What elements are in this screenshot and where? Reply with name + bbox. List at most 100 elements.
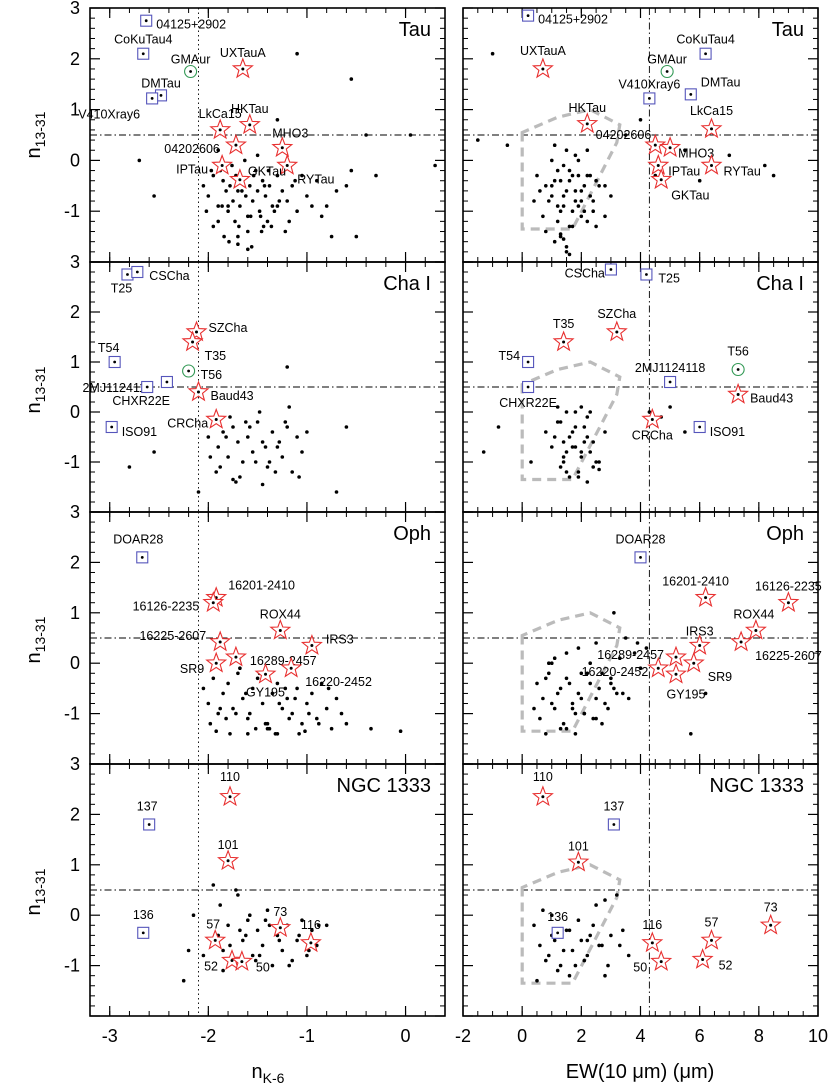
data-point — [544, 676, 548, 681]
point-label: GMAur — [647, 53, 687, 67]
data-point — [253, 726, 258, 731]
locus-hull — [520, 360, 622, 482]
data-point — [226, 455, 230, 459]
data-point — [771, 173, 776, 178]
point-label: 50 — [256, 961, 270, 975]
point-label: 116 — [642, 918, 662, 932]
data-point — [582, 440, 587, 444]
y-tick-label: 2 — [70, 302, 80, 322]
data-point — [638, 666, 643, 670]
data-point — [257, 209, 262, 213]
data-point — [544, 958, 548, 963]
data-point — [591, 716, 595, 721]
star-center — [656, 163, 660, 167]
point-label: 2MJ1124118 — [82, 381, 152, 395]
data-point — [544, 184, 548, 188]
y-tick-label: 0 — [70, 653, 80, 673]
point-label: T25 — [111, 282, 133, 296]
star-center — [585, 122, 589, 126]
data-point — [550, 445, 554, 449]
data-point — [647, 410, 652, 414]
x-tick-label: 2 — [576, 1026, 586, 1046]
star-center — [576, 860, 580, 864]
data-point — [529, 460, 533, 464]
point-label: CRCha — [167, 417, 208, 431]
star-center — [278, 628, 282, 632]
point-label: CHXR22E — [112, 394, 170, 408]
data-point — [224, 435, 228, 439]
data-point — [231, 199, 235, 203]
data-point — [567, 475, 572, 479]
data-point — [221, 430, 225, 434]
point-label: 110 — [533, 770, 553, 784]
star-center — [736, 393, 740, 396]
data-point — [295, 686, 299, 691]
data-point — [222, 234, 226, 239]
data-point — [579, 405, 584, 409]
data-point — [324, 706, 329, 711]
y-tick-label: -1 — [64, 452, 80, 472]
data-point — [570, 209, 575, 213]
point-label: T54 — [98, 341, 120, 355]
data-point — [606, 706, 610, 711]
y-axis-title: n13-31 — [23, 111, 48, 158]
point-label: UXTauA — [520, 44, 567, 58]
data-point — [236, 189, 240, 193]
square-center — [135, 270, 139, 274]
star-center — [701, 958, 705, 962]
data-point — [227, 239, 231, 244]
data-point — [567, 224, 572, 229]
data-point — [541, 214, 545, 219]
star-center — [310, 644, 314, 648]
data-point — [290, 711, 295, 716]
data-point — [567, 681, 572, 686]
data-point — [555, 420, 560, 424]
data-point — [152, 194, 156, 198]
point-label: ISO91 — [122, 425, 157, 439]
point-label: 04125+2902 — [156, 18, 226, 32]
data-point — [408, 133, 413, 137]
point-label: 136 — [133, 908, 154, 922]
point-label: IPTau — [668, 165, 700, 179]
square-center — [609, 268, 613, 271]
point-label: 137 — [137, 800, 158, 814]
data-point — [567, 928, 572, 933]
data-point — [236, 242, 240, 246]
data-point — [535, 681, 539, 686]
data-point — [552, 178, 557, 183]
data-point — [243, 158, 247, 163]
data-point — [228, 415, 232, 419]
data-point — [329, 726, 334, 731]
data-point — [597, 460, 601, 464]
point-label: RYTau — [724, 165, 761, 179]
data-point — [576, 646, 581, 650]
data-point — [609, 681, 613, 686]
data-point — [277, 938, 282, 943]
data-point — [558, 963, 563, 968]
locus-hull — [520, 863, 622, 985]
data-point — [594, 224, 598, 229]
data-point — [364, 133, 368, 137]
data-point — [597, 686, 601, 691]
data-point — [339, 711, 344, 716]
data-point — [208, 455, 213, 459]
data-point — [248, 711, 252, 716]
data-point — [250, 199, 255, 203]
data-point — [221, 968, 225, 973]
data-point — [582, 209, 587, 213]
data-point — [283, 229, 288, 234]
star-center — [562, 340, 566, 344]
y-tick-label: 2 — [70, 804, 80, 824]
star-center — [615, 330, 619, 334]
data-point — [349, 168, 354, 173]
data-point — [277, 701, 282, 706]
data-point — [255, 420, 260, 424]
star-center — [650, 418, 654, 421]
data-point — [238, 666, 242, 670]
square-center — [526, 14, 530, 18]
data-point — [214, 470, 218, 474]
data-point — [623, 636, 628, 640]
data-point — [561, 948, 566, 953]
data-point — [668, 405, 672, 409]
